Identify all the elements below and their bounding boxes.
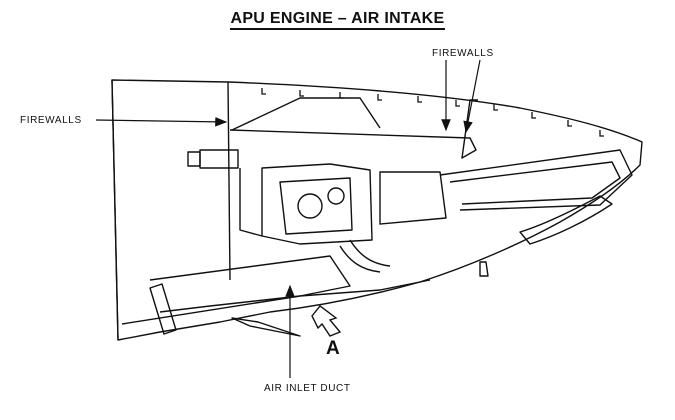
engine-mount — [239, 168, 263, 237]
nacelle-inner-line — [111, 79, 119, 341]
engine-gear-2 — [327, 187, 345, 205]
intake-pipe-2 — [187, 151, 201, 167]
firewall-upper — [229, 99, 478, 159]
firewalls-top-leader-2 — [463, 59, 481, 134]
inlet-duct-upper — [149, 255, 351, 313]
firewalls-left-label: FIREWALLS — [20, 115, 82, 126]
diagram-title: APU ENGINE – AIR INTAKE — [0, 10, 675, 30]
rivet-marks — [261, 88, 604, 137]
view-a-arrow — [311, 305, 342, 337]
firewalls-top-label: FIREWALLS — [432, 48, 494, 59]
firewall-upper-2 — [231, 97, 381, 131]
inlet-bend — [339, 245, 381, 273]
firewalls-left-leader — [95, 117, 228, 127]
inlet-lip — [231, 317, 301, 337]
view-a-label: A — [326, 338, 340, 359]
exhaust-inner — [449, 161, 621, 205]
engine-gear — [297, 193, 323, 219]
exhaust-duct — [439, 149, 633, 211]
nacelle-outline — [111, 79, 643, 341]
diagram-title-text: APU ENGINE – AIR INTAKE — [230, 10, 445, 30]
strut — [479, 261, 489, 277]
front-bulkhead — [227, 81, 231, 281]
intake-pipe — [199, 149, 239, 169]
air-inlet-duct-label: AIR INLET DUCT — [264, 383, 351, 394]
engine-core — [379, 171, 447, 225]
tailpipe-ring — [519, 195, 613, 245]
inlet-bend-2 — [349, 239, 391, 267]
inlet-duct-lower — [121, 279, 431, 325]
actuator — [149, 283, 177, 335]
engine-accessory — [279, 177, 353, 235]
